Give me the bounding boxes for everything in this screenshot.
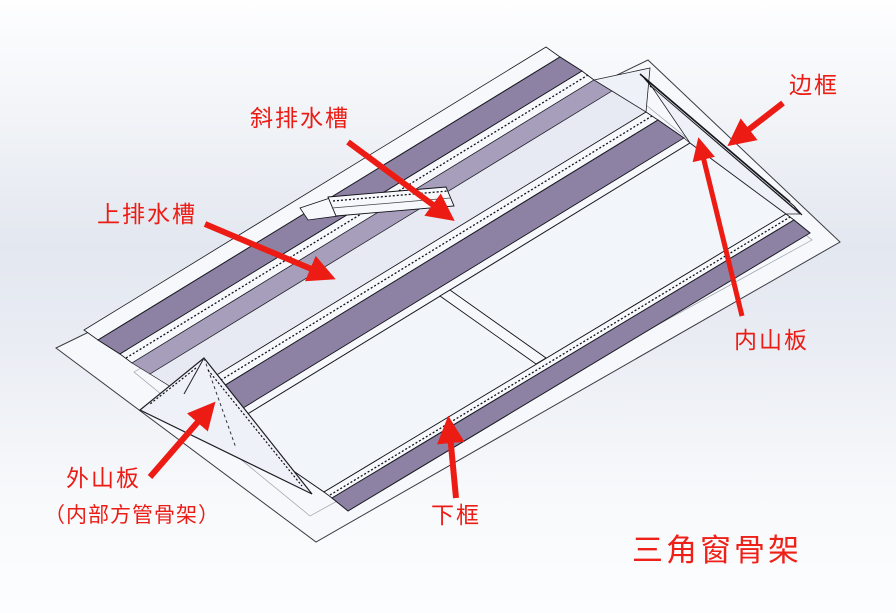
drawing-title: 三角窗骨架 [632, 533, 802, 569]
upper-drain-arrow [203, 221, 336, 282]
callout-upper-drain-channel: 上排水槽 [97, 202, 197, 228]
callout-bottom-frame: 下框 [431, 503, 481, 529]
callout-internal-square-tube-frame: （内部方管骨架） [44, 503, 220, 527]
outer-gable-right-serration [207, 369, 303, 487]
bottom-frame-arrow [437, 415, 465, 499]
front-eave-serration [329, 216, 791, 496]
edge-frame-arrow [727, 100, 785, 147]
outer-gable-dashed-line [203, 357, 237, 449]
callout-inner-gable-board: 内山板 [734, 328, 809, 354]
outer-gable-arrow [147, 401, 216, 479]
edge-frame-rail [643, 77, 803, 216]
callout-edge-frame: 边框 [789, 73, 839, 99]
inclined-drain-channel-serration [332, 190, 449, 202]
outer-gable-ridge-stub [183, 357, 205, 395]
inner-gable-arrow [692, 137, 745, 317]
outer-gable-left-serration [149, 367, 197, 405]
callout-inclined-drain-channel: 斜排水槽 [250, 106, 350, 132]
inclined-drain-arrow [346, 139, 455, 221]
outer-gable-board [138, 357, 313, 495]
callout-outer-gable-board: 外山板 [66, 466, 141, 492]
